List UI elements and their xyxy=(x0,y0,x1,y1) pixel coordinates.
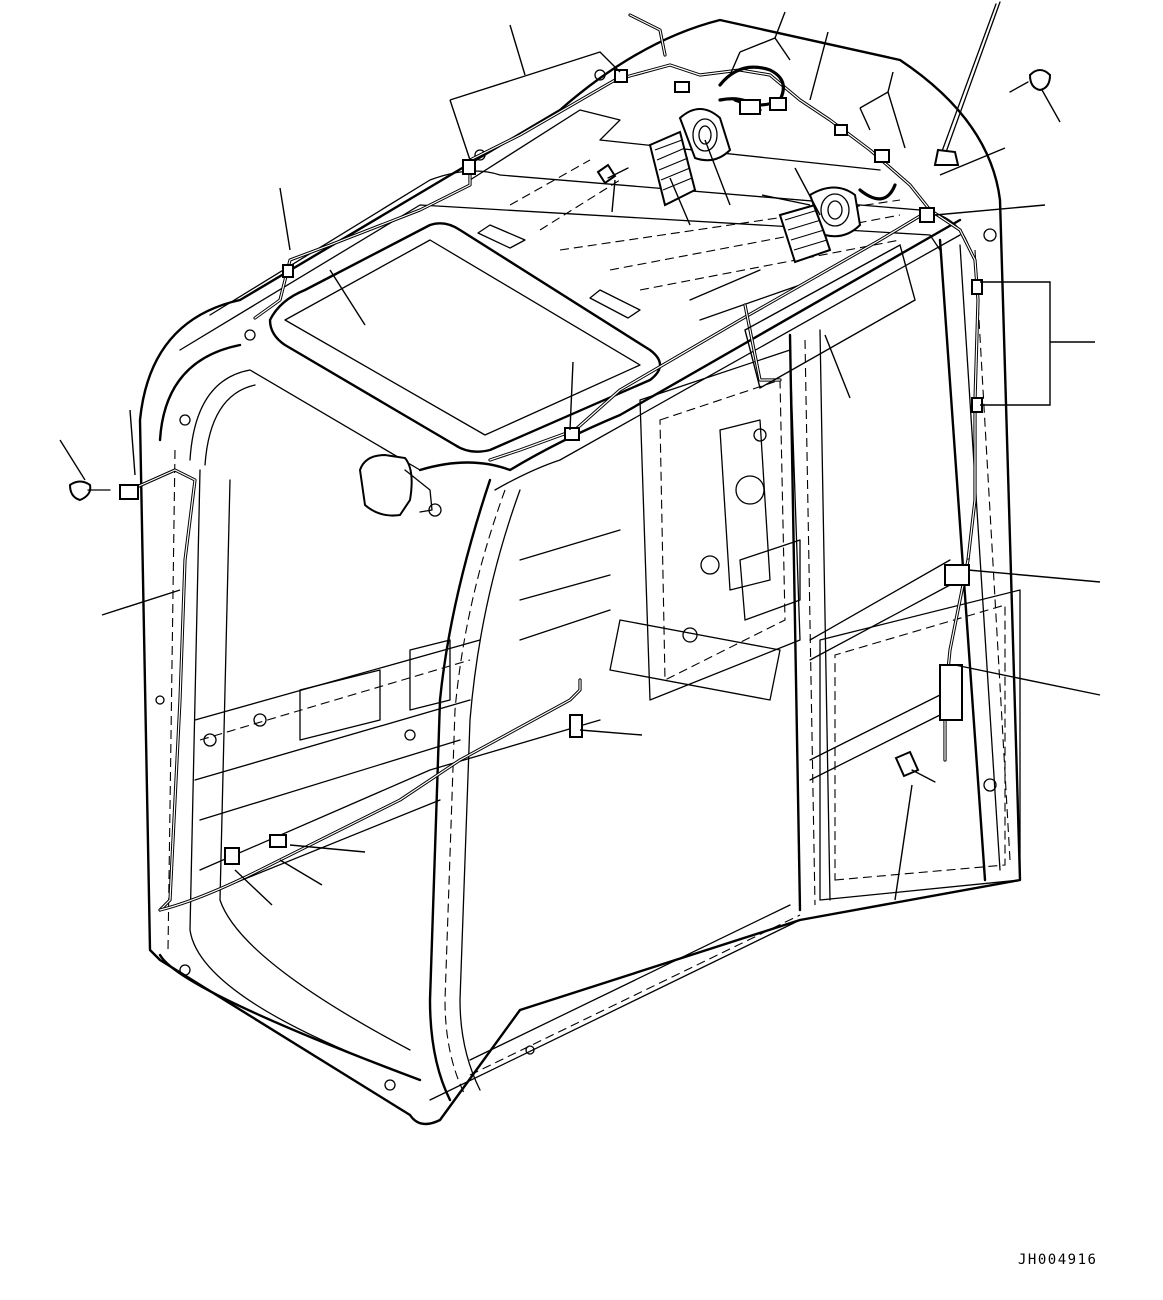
clip-icon xyxy=(462,159,476,175)
leader-lines xyxy=(59,11,1101,906)
speaker-icon xyxy=(778,203,832,264)
clip-icon xyxy=(282,264,294,278)
wiring-harness xyxy=(128,13,980,912)
bolt-icon xyxy=(596,163,629,185)
clip-icon xyxy=(919,207,935,223)
clip-icon xyxy=(739,99,761,115)
clip-icon xyxy=(834,124,848,136)
drawing-id-label: JH004916 xyxy=(1018,1252,1098,1268)
bolt-icon xyxy=(894,750,936,783)
clip-icon xyxy=(569,714,583,738)
speaker-icon xyxy=(648,130,697,207)
clip-icon xyxy=(674,81,690,93)
speaker-left xyxy=(648,108,732,207)
work-lamp-icon xyxy=(358,453,413,517)
clip-icon xyxy=(614,69,628,83)
antenna xyxy=(933,1,1001,166)
clip-icon xyxy=(769,97,787,111)
clip-icon xyxy=(224,847,240,865)
speaker-right xyxy=(778,186,862,264)
antenna-icon xyxy=(944,1,1001,156)
clip-icon xyxy=(119,484,139,500)
clip-icon xyxy=(944,564,970,586)
cab-frame xyxy=(138,18,1022,1126)
bolt-icon xyxy=(1009,69,1052,93)
bolt-icon xyxy=(68,480,111,502)
clip-icon xyxy=(971,279,983,295)
roof-window xyxy=(268,222,662,453)
clip-icon xyxy=(874,149,890,163)
bolts xyxy=(68,69,1052,783)
clip-icon xyxy=(939,664,963,721)
clip-icon xyxy=(564,427,580,441)
work-lamp xyxy=(358,453,442,517)
clip-icon xyxy=(269,834,287,848)
connectors xyxy=(119,69,983,865)
